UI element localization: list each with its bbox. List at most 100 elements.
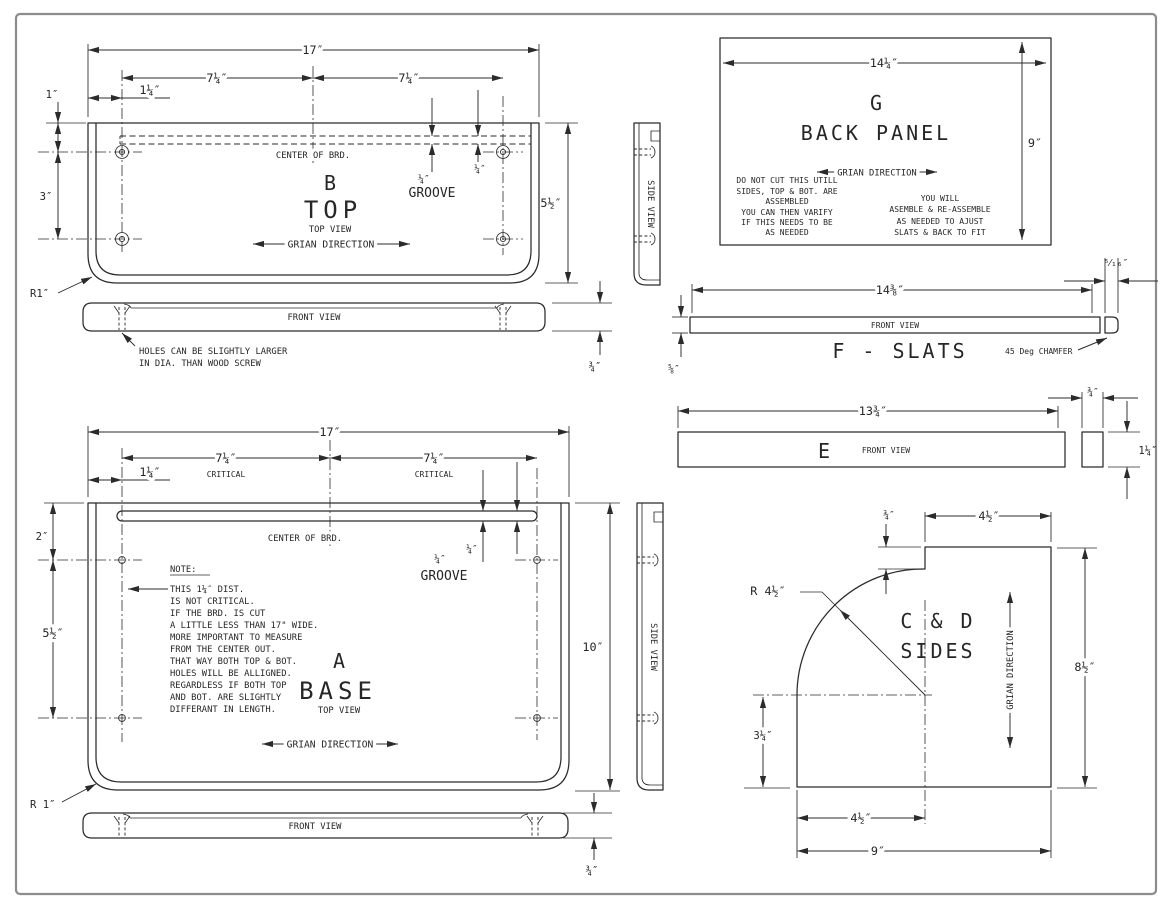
part-a-side-view: SIDE VIEW (636, 502, 664, 791)
svg-text:AS NEEDED: AS NEEDED (765, 228, 809, 237)
dim-b-groove-2: ¼″ (474, 163, 486, 175)
label-f-front-view: FRONT VIEW (871, 321, 919, 330)
panel-g-note-right: YOU WILL ASEMBLE & RE-ASSEMBLE AS NEEDED… (889, 194, 990, 237)
part-e: 13¾″ E FRONT VIEW ¾″ 1¼″ (677, 383, 1158, 499)
screw-hole (115, 145, 510, 246)
note-holes-line2: IN DIA. THAN WOOD SCREW (139, 359, 262, 369)
panel-g-letter: G (870, 91, 882, 115)
label-b-front-view: FRONT VIEW (288, 313, 342, 323)
sides-c-d: R 4½″ ¾″ 4½″ C & D SIDES GRIAN DIRECTION… (744, 506, 1099, 862)
dim-a-height: 10″ (582, 640, 603, 654)
part-a-letter: A (333, 649, 345, 673)
panel-g-note-left: DO NOT CUT THIS UTILL SIDES, TOP & BOT. … (736, 176, 837, 237)
label-a-groove: GROOVE (421, 569, 468, 584)
svg-text:FROM THE CENTER OUT.: FROM THE CENTER OUT. (170, 645, 276, 655)
dim-cd-width: 9″ (871, 844, 885, 858)
dim-cd-radius: R 4½″ (750, 584, 786, 598)
svg-text:SLATS & BACK TO FIT: SLATS & BACK TO FIT (894, 228, 986, 237)
svg-text:MORE IMPORTANT TO MEASURE: MORE IMPORTANT TO MEASURE (170, 633, 302, 643)
dim-a-radius: R 1″ (30, 799, 56, 811)
note-holes-line1: HOLES CAN BE SLIGHTLY LARGER (139, 347, 288, 357)
dim-cd-step: ¾″ (883, 509, 895, 521)
part-a-view-label: TOP VIEW (318, 706, 361, 716)
dim-e-length: 13¾″ (859, 404, 887, 418)
part-b-name: TOP (304, 196, 362, 224)
dim-cd-top: 4½″ (978, 509, 999, 523)
part-a-name: BASE (299, 677, 377, 705)
dim-a-width: 17″ (319, 425, 340, 439)
dim-e-end-width: ¾″ (1087, 386, 1099, 398)
sheet-border (14, 12, 1158, 896)
dim-a-top-to-hole: 2″ (36, 531, 49, 543)
svg-text:AS NEEDED TO AJUST: AS NEEDED TO AJUST (897, 217, 984, 226)
panel-g-back: 14¼″ 9″ G BACK PANEL GRIAN DIRECTION DO … (719, 37, 1052, 246)
svg-text:DO NOT CUT THIS UTILL: DO NOT CUT THIS UTILL (736, 176, 837, 185)
label-a-center-of-board: CENTER OF BRD. (268, 534, 342, 544)
svg-text:YOU WILL: YOU WILL (921, 194, 960, 203)
part-b-top-view: 17″ 7¼″ 7¼″ 1¼″ 1″ 3″ ¼″ ¼″ GROOVE CENTE… (30, 40, 578, 300)
slats-f-name: F - SLATS (832, 339, 967, 363)
dim-cd-bottom-left: 3¼″ (753, 730, 772, 742)
label-cd-grain-direction: GRIAN DIRECTION (1006, 630, 1016, 709)
dim-b-edge-offset: 1¼″ (139, 83, 160, 97)
svg-text:HOLES WILL BE ALLIGNED.: HOLES WILL BE ALLIGNED. (170, 669, 292, 679)
dim-b-thickness: ¾″ (589, 361, 602, 373)
label-b-center-of-board: CENTER OF BRD. (276, 151, 350, 161)
dim-cd-height: 8½″ (1074, 660, 1095, 674)
screw-hole (118, 556, 541, 722)
svg-text:ASSEMBLED: ASSEMBLED (765, 197, 809, 206)
svg-text:ASEMBLE & RE-ASSEMBLE: ASEMBLE & RE-ASSEMBLE (889, 205, 990, 214)
dim-f-thickness: ⅝″ (668, 363, 680, 375)
dim-b-height: 5½″ (540, 196, 561, 210)
dim-e-height: 1¼″ (1138, 445, 1157, 457)
part-e-letter: E (818, 439, 830, 463)
dim-f-chamfer-width: ⁵⁄₁₆″ (1104, 258, 1129, 269)
label-g-grain-direction: GRIAN DIRECTION (837, 169, 916, 179)
dim-cd-bottom-half: 4½″ (850, 811, 871, 825)
part-a-top-view: 17″ 7¼″ CRITICAL 7¼″ CRITICAL 1¼″ 2″ 5½″… (30, 422, 620, 811)
dim-g-height: 9″ (1028, 136, 1042, 150)
svg-text:A LITTLE LESS THAN 17" WIDE.: A LITTLE LESS THAN 17" WIDE. (170, 621, 318, 631)
svg-text:DIFFERANT IN LENGTH.: DIFFERANT IN LENGTH. (170, 705, 276, 715)
svg-text:SIDES, TOP & BOT. ARE: SIDES, TOP & BOT. ARE (736, 187, 837, 196)
sides-cd-letter: C & D (900, 609, 975, 633)
panel-g-name: BACK PANEL (801, 121, 951, 145)
label-a-grain-direction: GRIAN DIRECTION (287, 740, 374, 751)
svg-text:YOU CAN THEN VARIFY: YOU CAN THEN VARIFY (741, 208, 833, 217)
dim-a-left-half: 7¼″ (215, 451, 236, 465)
part-b-side-view: SIDE VIEW (633, 122, 661, 286)
part-b-front-view: FRONT VIEW ¾″ HOLES CAN BE SLIGHTLY LARG… (82, 281, 612, 373)
part-a-front-view: FRONT VIEW ¾″ (82, 793, 612, 877)
svg-text:THAT WAY BOTH TOP & BOT.: THAT WAY BOTH TOP & BOT. (170, 657, 297, 667)
dim-f-length: 14⅜″ (876, 283, 904, 297)
part-b-letter: B (324, 171, 336, 195)
dim-b-right-half: 7¼″ (398, 71, 419, 85)
svg-text:IF THE BRD. IS CUT: IF THE BRD. IS CUT (170, 609, 266, 619)
svg-text:IF THIS NEEDS TO BE: IF THIS NEEDS TO BE (741, 218, 833, 227)
label-a-side-view: SIDE VIEW (648, 623, 658, 671)
dim-a-groove-2: ¼″ (466, 543, 478, 555)
dim-b-left-half: 7¼″ (206, 71, 227, 85)
dim-a-groove-1: ¼″ (434, 553, 446, 565)
svg-text:AND BOT. ARE SLIGHTLY: AND BOT. ARE SLIGHTLY (170, 693, 282, 703)
label-a-critical-left: CRITICAL (207, 470, 246, 479)
svg-text:THIS 1¼″ DIST.: THIS 1¼″ DIST. (170, 585, 244, 595)
label-b-grain-direction: GRIAN DIRECTION (288, 240, 375, 251)
dim-a-edge-offset: 1¼″ (139, 465, 160, 479)
slats-f: FRONT VIEW 14⅜″ ⁵⁄₁₆″ F - SLATS ⅝″ 45 De… (668, 258, 1158, 375)
dim-a-hole-spacing: 5½″ (42, 626, 63, 640)
sides-cd-name: SIDES (900, 639, 975, 663)
part-b-view-label: TOP VIEW (309, 225, 352, 235)
part-a-note: NOTE: THIS 1¼″ DIST. IS NOT CRITICAL. IF… (128, 565, 318, 715)
label-a-critical-right: CRITICAL (415, 470, 454, 479)
label-b-side-view: SIDE VIEW (645, 180, 655, 228)
dim-b-groove-1: ¼″ (418, 173, 430, 185)
dim-a-right-half: 7¼″ (423, 451, 444, 465)
dim-b-width: 17″ (302, 43, 323, 57)
label-a-front-view: FRONT VIEW (289, 822, 343, 832)
dim-a-thickness: ¾″ (586, 865, 599, 877)
note-a-title: NOTE: (170, 565, 196, 575)
label-b-groove: GROOVE (409, 186, 456, 201)
